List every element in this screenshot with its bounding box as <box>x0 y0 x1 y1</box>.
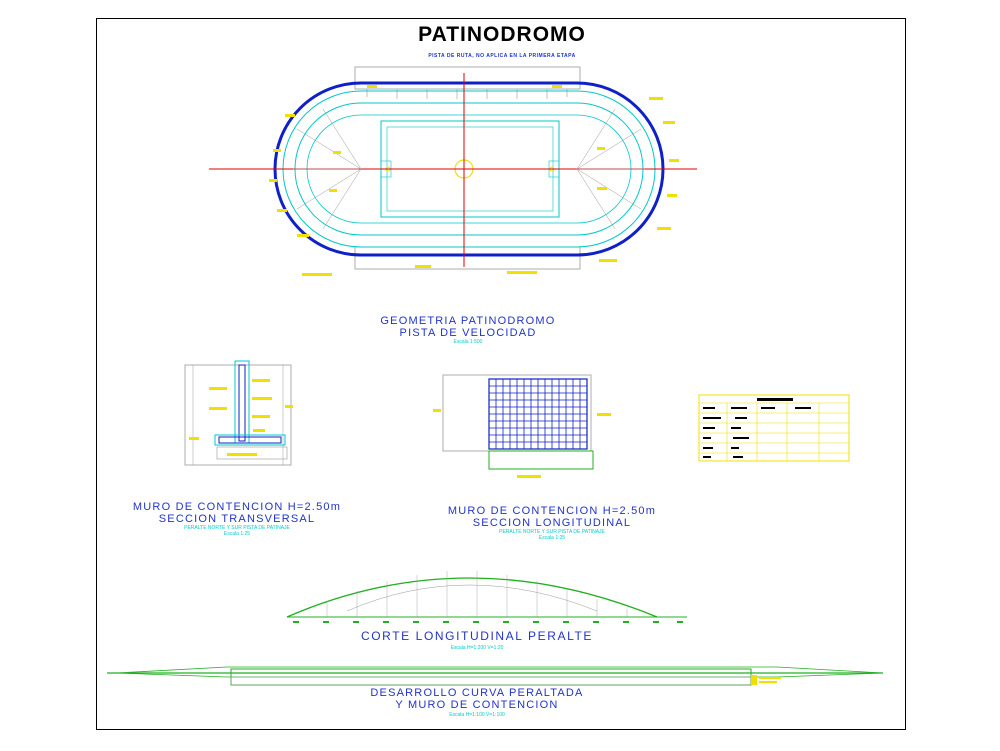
wall-transverse-note: PERALTE NORTE Y SUR PISTA DE PATINAJE <box>184 525 290 531</box>
wall-transverse-section <box>184 360 293 466</box>
geometry-caption-line1: GEOMETRIA PATINODROMO <box>380 315 556 327</box>
wall-transverse-caption-line2: SECCION TRANSVERSAL <box>158 513 316 525</box>
wall-longitudinal-note: PERALTE NORTE Y SUR PISTA DE PATINAJE <box>499 529 605 535</box>
wall-longitudinal-section <box>433 374 611 478</box>
reinforcement-table <box>698 394 850 462</box>
longitudinal-cut-scale: Escala H=1:200 V=1:20 <box>450 645 504 651</box>
cad-drawing <box>107 66 884 686</box>
sheet-title: PATINODROMO <box>418 23 586 46</box>
wall-longitudinal-caption-line2: SECCION LONGITUDINAL <box>472 517 632 529</box>
development-caption-line2: Y MURO DE CONTENCION <box>395 699 559 711</box>
development-scale: Escala H=1:100 V=1:100 <box>449 712 505 718</box>
development-caption-line1: DESARROLLO CURVA PERALTADA <box>370 687 584 699</box>
geometry-caption-scale: Escala 1:500 <box>453 339 483 345</box>
sheet-subtitle: PISTA DE RUTA, NO APLICA EN LA PRIMERA E… <box>428 53 576 59</box>
wall-longitudinal-caption-line1: MURO DE CONTENCION H=2.50m <box>447 505 657 517</box>
drawing-sheet: PATINODROMO PISTA DE RUTA, NO APLICA EN … <box>96 18 906 730</box>
banked-curve-development <box>107 666 884 686</box>
track-plan <box>209 66 697 276</box>
wall-transverse-scale: Escala 1:25 <box>223 531 251 537</box>
longitudinal-cut-profile <box>286 571 687 623</box>
geometry-caption-line2: PISTA DE VELOCIDAD <box>399 327 537 339</box>
wall-longitudinal-scale: Escala 1:25 <box>538 535 566 541</box>
wall-transverse-caption-line1: MURO DE CONTENCION H=2.50m <box>132 501 342 513</box>
longitudinal-cut-caption: CORTE LONGITUDINAL PERALTE <box>360 629 594 643</box>
